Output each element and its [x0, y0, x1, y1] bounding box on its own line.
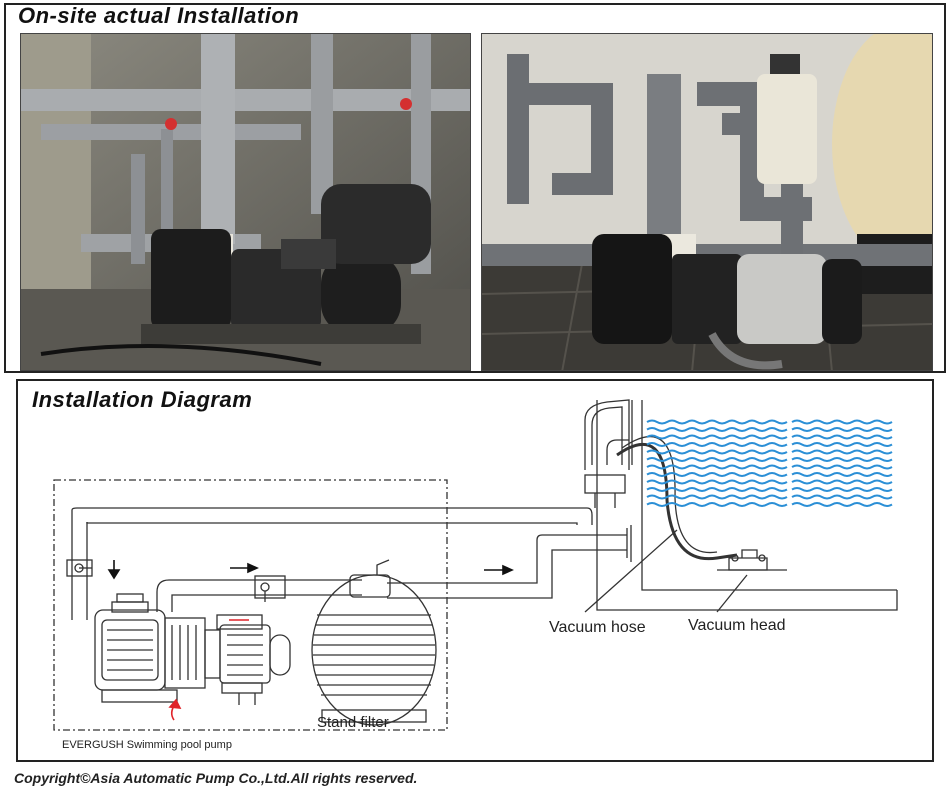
copyright-notice: Copyright©Asia Automatic Pump Co.,Ltd.Al… [14, 770, 418, 786]
water-wave [646, 479, 788, 485]
stand-filter-label: Stand filter [317, 714, 389, 731]
vacuum-head-pointer [716, 574, 748, 613]
water-wave [791, 427, 893, 432]
diagram-panel [16, 379, 934, 762]
water-wave [791, 464, 893, 470]
diagram-title: Installation Diagram [32, 387, 253, 412]
water-wave [646, 442, 788, 447]
water-wave [646, 419, 788, 425]
water-wave [791, 419, 893, 425]
water-wave [791, 457, 893, 462]
vacuum-hose-label: Vacuum hose [549, 619, 646, 636]
water-wave [791, 494, 893, 500]
water-wave [791, 442, 893, 447]
skimmer [584, 399, 630, 470]
water-wave [646, 472, 788, 477]
pool-pump [94, 593, 291, 705]
water-wave [646, 494, 788, 500]
vacuum-head [728, 557, 768, 571]
suction-pipe-top [71, 507, 593, 525]
water-wave [646, 427, 788, 432]
water-wave [646, 487, 788, 492]
pump-label: EVERGUSH Swimming pool pump [62, 739, 232, 751]
installation-photo-left [20, 33, 471, 371]
vacuum-hose-pointer [584, 529, 678, 613]
vacuum-hose [616, 442, 738, 561]
equipment-area-outline [53, 479, 448, 731]
installation-photo-right [481, 33, 933, 371]
water-wave [791, 434, 893, 440]
on-site-title: On-site actual Installation [18, 3, 300, 28]
water-wave [791, 502, 893, 507]
water-wave [791, 449, 893, 455]
return-pipe-pump [156, 579, 362, 612]
water-wave [791, 479, 893, 485]
return-valve [254, 575, 286, 599]
water-wave [646, 449, 788, 455]
water-wave [791, 472, 893, 477]
water-wave [791, 487, 893, 492]
suction-pipe-vertical [71, 522, 88, 620]
water-wave [646, 434, 788, 440]
return-pipe-pool [387, 534, 627, 584]
water-wave [646, 457, 788, 462]
water-wave [646, 502, 788, 507]
vacuum-head-label: Vacuum head [688, 617, 786, 634]
pool-water [646, 419, 893, 507]
pool-wall [641, 400, 897, 591]
installation-diagram: Vacuum hose Vacuum head Stand filter EVE… [53, 399, 898, 751]
water-wave [646, 464, 788, 470]
sand-filter [311, 559, 437, 726]
